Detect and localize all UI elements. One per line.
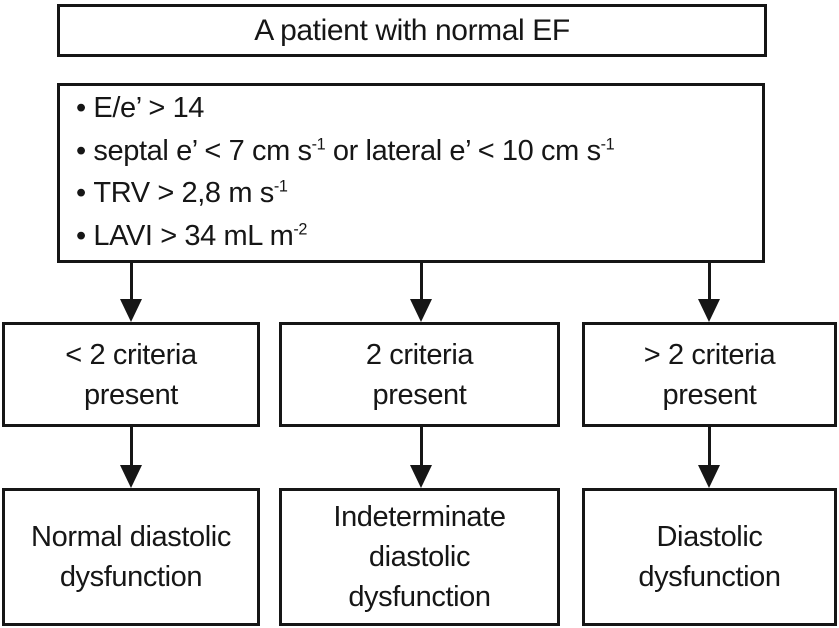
down-arrow-branch-2-to-outcome <box>409 427 433 488</box>
down-arrow-criteria-to-branch-1 <box>119 263 143 322</box>
criteria-item: LAVI > 34 mL m-2 <box>76 215 614 258</box>
outcome-label: Indeterminate diastolic dysfunction <box>333 501 506 613</box>
title-box: A patient with normal EF <box>57 4 767 57</box>
criteria-item: septal e’ < 7 cm s-1 or lateral e’ < 10 … <box>76 130 614 173</box>
outcome-box-normal: Normal diastolic dysfunction <box>2 488 260 626</box>
down-arrow-branch-3-to-outcome <box>697 427 721 488</box>
criteria-item: TRV > 2,8 m s-1 <box>76 172 614 215</box>
condition-box-gt2-criteria: > 2 criteria present <box>582 322 837 427</box>
criteria-item: E/e’ > 14 <box>76 87 614 130</box>
condition-label: < 2 criteria present <box>65 338 197 411</box>
down-arrow-branch-1-to-outcome <box>119 427 143 488</box>
down-arrow-criteria-to-branch-3 <box>697 263 721 322</box>
outcome-label: Diastolic dysfunction <box>638 521 781 593</box>
condition-label: 2 criteria present <box>365 338 474 411</box>
criteria-list: E/e’ > 14septal e’ < 7 cm s-1 or lateral… <box>76 87 614 257</box>
outcome-box-dysfunction: Diastolic dysfunction <box>582 488 837 626</box>
condition-box-2-criteria: 2 criteria present <box>279 322 560 427</box>
outcome-label: Normal diastolic dysfunction <box>31 521 231 593</box>
condition-box-lt2-criteria: < 2 criteria present <box>2 322 260 427</box>
title-box-label: A patient with normal EF <box>254 13 570 47</box>
outcome-box-indeterminate: Indeterminate diastolic dysfunction <box>279 488 560 626</box>
down-arrow-criteria-to-branch-2 <box>409 263 433 322</box>
condition-label: > 2 criteria present <box>643 338 776 411</box>
criteria-box: E/e’ > 14septal e’ < 7 cm s-1 or lateral… <box>57 83 765 263</box>
